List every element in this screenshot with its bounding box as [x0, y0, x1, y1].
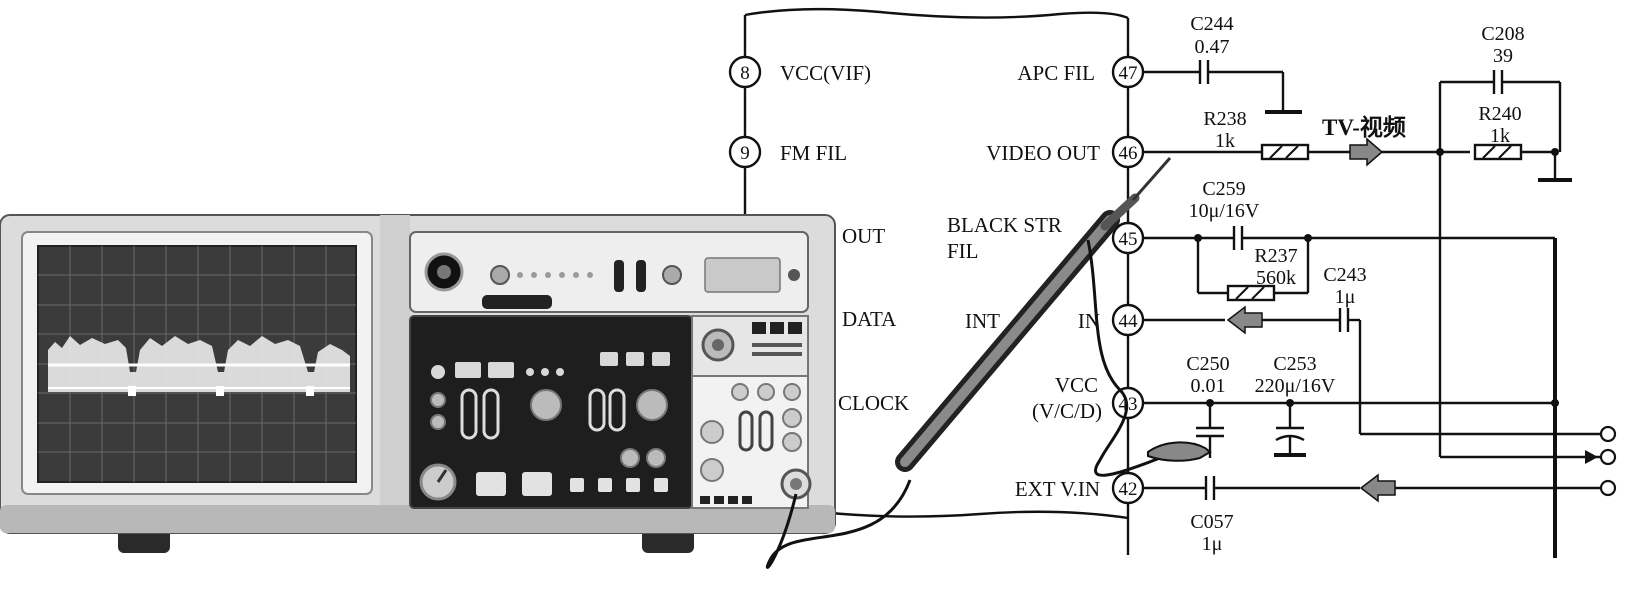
c253-value: 220μ/16V — [1255, 375, 1336, 397]
c243-value: 1μ — [1335, 286, 1356, 308]
data-label: DATA — [842, 307, 897, 331]
c208-capacitor: C208 39 — [1440, 23, 1562, 152]
pin-45-label-line1: BLACK STR — [947, 213, 1062, 237]
pin-8: 8 VCC(VIF) — [728, 55, 871, 89]
r238-ref: R238 — [1203, 108, 1246, 130]
pin-47: 47 APC FIL — [1017, 55, 1145, 89]
c243-capacitor: C243 1μ — [1262, 264, 1600, 436]
pin-8-label: VCC(VIF) — [780, 61, 871, 85]
pin-44-number: 44 — [1119, 311, 1139, 332]
r240-value: 1k — [1490, 125, 1510, 147]
video-waveform — [48, 336, 350, 396]
pin-44-label-left: INT — [965, 309, 1000, 333]
pin-44: 44 INT IN — [965, 303, 1145, 337]
pin-8-number: 8 — [740, 63, 750, 84]
c259-value: 10μ/16V — [1189, 200, 1260, 222]
c208-ref: C208 — [1481, 23, 1524, 45]
ground-clip-icon — [1147, 441, 1212, 462]
c250-ref: C250 — [1186, 353, 1229, 375]
c057-value: 1μ — [1202, 533, 1223, 555]
c244-ref: C244 — [1190, 13, 1233, 35]
c057-ref: C057 — [1190, 511, 1233, 533]
pin-43-label-line2: (V/C/D) — [1032, 399, 1102, 423]
r237-value: 560k — [1256, 267, 1296, 289]
pin-46-number: 46 — [1119, 143, 1138, 164]
pin-9-label: FM FIL — [780, 141, 847, 165]
terminal-3 — [1599, 479, 1617, 497]
pin-46: 46 VIDEO OUT — [986, 135, 1145, 169]
c208-value: 39 — [1493, 45, 1513, 67]
pin-45-number: 45 — [1119, 229, 1138, 250]
pin-42: 42 EXT V.IN — [1015, 471, 1145, 505]
in-arrow-icon — [1226, 305, 1263, 335]
c253-ref: C253 — [1273, 353, 1316, 375]
c253-capacitor: C253 220μ/16V — [1255, 353, 1336, 457]
video-arrow-icon — [1349, 137, 1384, 167]
r238-value: 1k — [1215, 130, 1235, 152]
pin-47-number: 47 — [1119, 63, 1138, 84]
terminal-1 — [1599, 425, 1617, 443]
c250-capacitor: C250 0.01 — [1186, 353, 1230, 458]
pin-44-label-right: IN — [1078, 309, 1100, 333]
c243-ref: C243 — [1323, 264, 1366, 286]
pin-45: 45 BLACK STR FIL — [947, 213, 1145, 263]
c250-value: 0.01 — [1191, 375, 1226, 397]
c244-capacitor: C244 0.47 — [1143, 13, 1302, 114]
oscilloscope — [0, 214, 836, 553]
pin-47-label: APC FIL — [1017, 61, 1095, 85]
oscilloscope-probe — [765, 157, 1212, 569]
c057-capacitor: C057 1μ — [1143, 476, 1360, 555]
pin-45-label-line2: FIL — [947, 239, 979, 263]
r240-resistor: R240 1k — [1473, 103, 1572, 182]
r237-resistor: R237 560k — [1196, 238, 1310, 302]
pin-9: 9 FM FIL — [728, 135, 847, 169]
pin-42-number: 42 — [1119, 479, 1138, 500]
clock-label: CLOCK — [838, 391, 909, 415]
r237-ref: R237 — [1254, 245, 1297, 267]
c244-value: 0.47 — [1195, 36, 1230, 58]
r238-resistor: R238 1k — [1143, 108, 1350, 161]
pin-9-number: 9 — [740, 143, 750, 164]
r240-ref: R240 — [1478, 103, 1521, 125]
pin-46-label: VIDEO OUT — [986, 141, 1100, 165]
c259-ref: C259 — [1202, 178, 1245, 200]
c259-capacitor: C259 10μ/16V — [1189, 178, 1308, 250]
pin-42-label: EXT V.IN — [1015, 477, 1100, 501]
terminal-2 — [1585, 448, 1617, 466]
pin-43-label-line1: VCC — [1055, 373, 1098, 397]
out-label: OUT — [842, 224, 885, 248]
ext-in-arrow-icon — [1359, 473, 1396, 503]
signal-label: TV-视频 — [1322, 114, 1406, 140]
